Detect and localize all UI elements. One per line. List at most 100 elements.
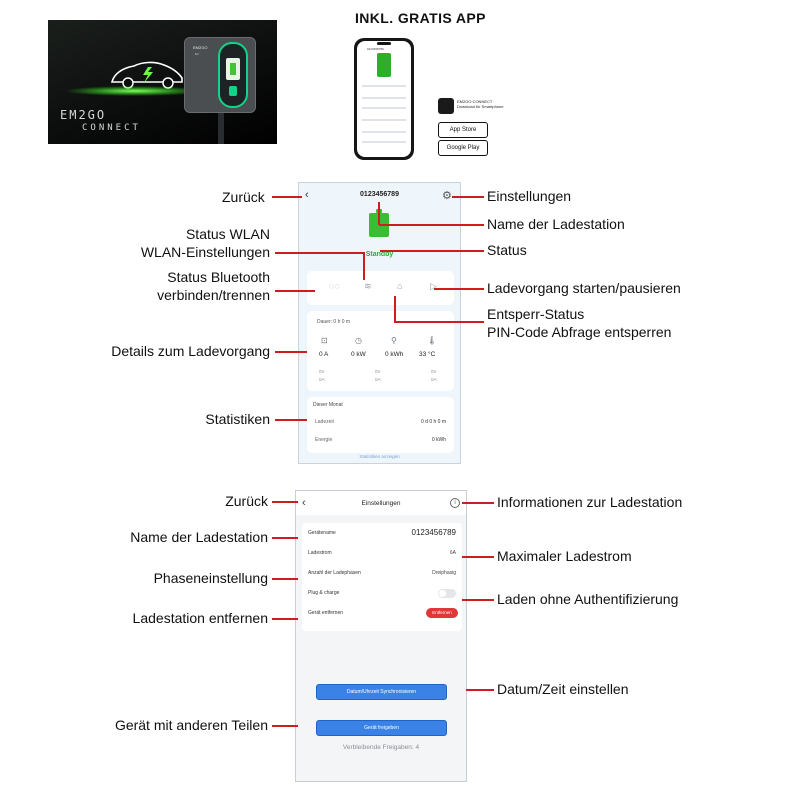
current-icon: ⊡ — [321, 336, 328, 345]
pointer-line — [272, 196, 302, 198]
phone-screen: 0123456789 — [357, 41, 411, 157]
label-ladevorgang: Ladevorgang starten/pausieren — [487, 280, 681, 296]
pointer-line — [394, 296, 396, 322]
pointer-line — [380, 250, 484, 252]
pointer-line — [363, 252, 365, 280]
phone-line — [362, 107, 406, 109]
status-text: Standby — [365, 251, 394, 258]
pointer-line — [272, 725, 298, 727]
remaining-shares: Verbleibende Freigaben: 4 — [342, 744, 420, 751]
remove-button[interactable]: Entfernen — [426, 608, 458, 618]
phone-station-name: 0123456789 — [367, 47, 384, 51]
settings-list: Gerätename 0123456789 Ladestrom 6A Anzah… — [302, 523, 462, 631]
phone-preview: 0123456789 — [354, 38, 414, 160]
power-icon: ◷ — [355, 336, 362, 345]
pointer-line — [272, 618, 298, 620]
settings-row-remove: Gerät entfernen Entfernen — [308, 605, 458, 625]
share-device-button[interactable]: Gerät freigeben — [316, 720, 447, 736]
label-name-ladestation: Name der Ladestation — [487, 216, 625, 232]
device-screen — [226, 58, 240, 80]
app-logo-sub: Download für Smartphone — [457, 104, 504, 109]
settings-row-charging-current[interactable]: Ladestrom 6A — [308, 545, 458, 565]
pointer-line — [452, 196, 484, 198]
phone-notch — [377, 42, 391, 45]
row-key: Anzahl der Ladephasen — [308, 570, 361, 576]
phone-line — [362, 119, 406, 121]
pointer-line — [272, 537, 298, 539]
phone-line — [362, 85, 406, 87]
label-status-wlan: Status WLAN — [185, 226, 270, 242]
show-statistics-link[interactable]: Statistiken anzeigen — [359, 454, 400, 459]
label-bt-verbinden: verbinden/trennen — [157, 287, 270, 303]
metric-energy: 0 kWh — [385, 351, 404, 358]
brand-logo: EM2GO CONNECT — [60, 108, 200, 133]
stats-value: 0 kWh — [431, 437, 446, 443]
google-play-badge[interactable]: Google Play — [438, 140, 488, 156]
pointer-line — [434, 288, 484, 290]
phase-value: 0V — [375, 369, 381, 374]
info-icon[interactable]: i — [450, 498, 460, 508]
row-key: Plug & charge — [308, 590, 340, 596]
row-key: Ladestrom — [308, 550, 332, 556]
pointer-line — [394, 321, 484, 323]
metric-current: 0 A — [319, 351, 329, 358]
stats-key: Energie — [315, 437, 333, 443]
phase-value: 0V — [319, 369, 325, 374]
app-logo-icon — [438, 98, 454, 114]
phase-value: 0A — [319, 377, 325, 382]
pointer-line — [275, 419, 307, 421]
phase-value: 0A — [375, 377, 381, 382]
label-phaseneinstellung: Phaseneinstellung — [153, 570, 268, 586]
pointer-line — [272, 578, 298, 580]
metric-temperature: 33 °C — [419, 351, 436, 358]
back-icon[interactable]: ‹ — [302, 497, 306, 509]
battery-icon — [377, 53, 391, 77]
plug-charge-toggle[interactable] — [438, 589, 456, 598]
device-label: EM2GO — [193, 45, 208, 50]
device-pole — [218, 113, 224, 144]
row-key: Gerät entfernen — [308, 610, 344, 616]
app-store-badge[interactable]: App Store — [438, 122, 488, 138]
label-details: Details zum Ladevorgang — [111, 343, 270, 359]
phone-line — [362, 141, 406, 143]
screen2-topbar: ‹ Einstellungen i — [296, 491, 466, 515]
label-status: Status — [487, 242, 527, 258]
app-logo-name: EM2GO CONNECT — [457, 99, 493, 104]
back-icon[interactable]: ‹ — [305, 189, 309, 201]
label-datum-zeit: Datum/Zeit einstellen — [497, 681, 629, 697]
pointer-line — [466, 689, 494, 691]
brand-line1: EM2GO — [60, 108, 107, 122]
row-value: Dreiphasig — [432, 570, 456, 576]
app-screen-settings: ‹ Einstellungen i Gerätename 0123456789 … — [295, 490, 467, 782]
control-card: ◌◌ ≋ ⌂ ▷ — [307, 271, 454, 305]
temperature-icon: 🌡 — [427, 336, 438, 345]
label-zurueck: Zurück — [222, 189, 265, 205]
settings-row-plug-charge: Plug & charge — [308, 585, 458, 605]
gear-icon[interactable]: ⚙ — [442, 190, 452, 202]
settings-title: Einstellungen — [361, 500, 401, 507]
settings-row-device-name[interactable]: Gerätename 0123456789 — [308, 525, 458, 545]
bluetooth-icon[interactable]: ◌◌ — [329, 281, 340, 291]
pointer-line — [378, 202, 380, 225]
app-logo-text: EM2GO CONNECT Download für Smartphone — [457, 99, 503, 109]
label-informationen: Informationen zur Ladestation — [497, 494, 683, 510]
label-zurueck-2: Zurück — [225, 493, 268, 509]
duration: Dauer: 0 h 0 m — [317, 319, 351, 325]
stats-value: 0 d 0 h 0 m — [420, 419, 446, 425]
sync-datetime-button[interactable]: Datum/Uhrzeit Synchronisieren — [316, 684, 447, 700]
energy-icon: ⚲ — [391, 336, 397, 345]
pointer-line — [275, 351, 307, 353]
play-icon[interactable]: ▷ — [430, 281, 437, 291]
pointer-line — [462, 502, 494, 504]
green-glow — [66, 86, 204, 96]
phase-value: 0V — [431, 369, 437, 374]
label-max-ladestrom: Maximaler Ladestrom — [497, 548, 632, 564]
pointer-line — [275, 252, 365, 254]
screen1-topbar: ‹ 0123456789 ⚙ — [299, 183, 460, 207]
row-value: 6A — [449, 550, 456, 556]
wifi-icon[interactable]: ≋ — [364, 281, 372, 291]
label-laden-ohne: Laden ohne Authentifizierung — [497, 591, 679, 607]
lock-icon[interactable]: ⌂ — [397, 281, 403, 291]
car-icon — [110, 61, 183, 89]
settings-row-phases[interactable]: Anzahl der Ladephasen Dreiphasig — [308, 565, 458, 585]
